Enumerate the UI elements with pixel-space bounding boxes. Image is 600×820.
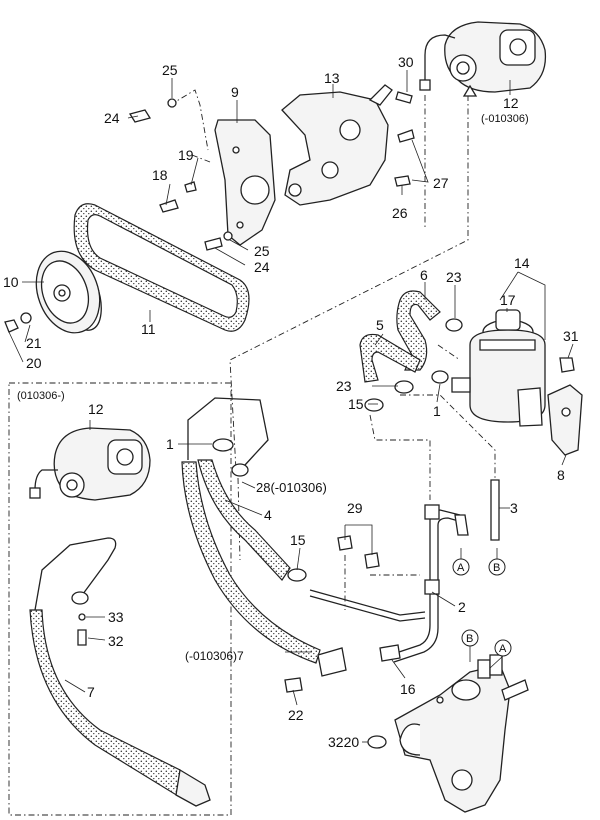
reservoir-bracket [547,357,583,456]
label-8: 8 [557,467,565,483]
label-19: 19 [178,147,194,163]
return-hose-5 [359,333,421,383]
inset-pressure-pipe [34,537,117,611]
label-12-inset: 12 [88,401,104,417]
label-25-top: 25 [162,62,178,78]
label-22: 22 [288,707,304,723]
leader-lines [7,70,574,743]
label-24-top: 24 [104,110,120,126]
label-1-mid: 1 [433,403,441,419]
label-28: 28(-010306) [256,480,327,495]
label-6: 6 [420,267,428,283]
label-14: 14 [514,255,530,271]
bolts-lower [284,535,380,693]
label-18: 18 [152,167,168,183]
label-25-mid: 25 [254,243,270,259]
label-27: 27 [433,175,449,191]
label-24-mid: 24 [254,259,270,275]
label-7-lower: (-010306)7 [185,649,244,663]
label-2: 2 [458,599,466,615]
label-inset-title: (010306-) [17,390,65,402]
ref-B-1: B [493,562,500,574]
label-21: 21 [26,335,42,351]
ref-B-2: B [466,633,473,645]
label-20: 20 [26,355,42,371]
pump-bracket [281,84,393,206]
bolts-top [128,91,415,251]
suction-hose-4 [197,459,291,581]
steering-gear-box [394,654,529,813]
label-7-inset: 7 [87,684,95,700]
oil-reservoir [451,309,546,427]
stud-3 [490,479,500,541]
label-11: 11 [141,321,156,337]
label-33: 33 [108,609,124,625]
label-12-note: (-010306) [481,113,529,125]
label-26: 26 [392,205,408,221]
label-32: 32 [108,633,124,649]
label-16: 16 [400,681,416,697]
pump-pulley [35,250,102,334]
label-3220: 3220 [328,734,359,750]
label-13: 13 [324,70,340,86]
label-12-top: 12 [503,95,519,111]
label-17: 17 [500,292,516,308]
ref-A-2: A [499,643,507,655]
label-10: 10 [3,274,19,290]
label-31: 31 [563,328,579,344]
label-5: 5 [376,317,384,333]
label-15-lower: 15 [290,532,306,548]
label-15-mid: 15 [348,396,364,412]
inset-pump [29,427,151,501]
label-23-mid: 23 [336,378,352,394]
part-labels: 25 24 9 13 30 12 (-010306) 19 18 27 26 2… [3,54,579,750]
connection-lines [169,89,496,610]
label-30: 30 [398,54,414,70]
pump-outlet-pipe [424,34,456,88]
label-1-left: 1 [166,436,174,452]
pressure-tubes [309,504,469,663]
hose-clamps [287,318,463,582]
label-29: 29 [347,500,363,516]
return-hose-6 [396,290,441,371]
pulley-washer [20,312,32,324]
ref-markers [452,548,512,669]
pressure-pipe-loop [187,397,269,466]
label-4: 4 [264,507,272,523]
label-23-top: 23 [446,269,462,285]
pulley-nut [4,319,19,333]
label-3: 3 [510,500,518,516]
label-9: 9 [231,84,239,100]
adjusting-plate [214,119,276,246]
drive-belt [73,203,250,332]
seal-3220 [367,735,387,749]
power-steering-pump-top [444,21,547,97]
ref-A-1: A [457,562,465,574]
